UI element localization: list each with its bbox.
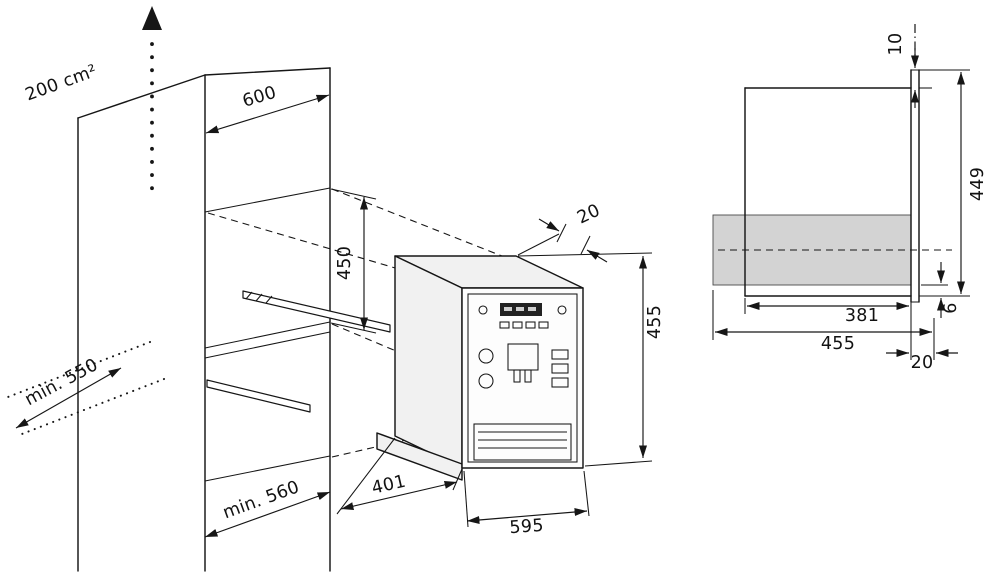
machine-drip-tray (473, 423, 572, 461)
dim-381-label: 381 (845, 306, 879, 326)
dim-600-label: 600 (240, 83, 279, 112)
dim-20-panel-label: 20 (911, 353, 934, 373)
vent-indicator (142, 6, 162, 192)
machine-spout-housing (507, 343, 539, 371)
machine-side-face (394, 255, 463, 469)
dim-449-label: 449 (968, 167, 988, 201)
dim-401 (336, 437, 463, 515)
dim-595 (463, 470, 590, 528)
dim-450 (330, 188, 377, 334)
dim-595-label: 595 (509, 516, 545, 538)
machine-plinth (376, 432, 463, 481)
cabinet-outline (77, 67, 331, 572)
side-view: 10 449 381 6 455 20 (712, 24, 988, 373)
dim-455-height (517, 252, 653, 467)
dim-min-560 (204, 491, 331, 538)
dim-455-depth-label: 455 (821, 334, 855, 354)
dim-600 (205, 94, 330, 134)
dim-20-trim (517, 218, 608, 263)
machine-knob (478, 348, 494, 364)
dim-10 (911, 48, 932, 108)
dim-450-label: 450 (335, 246, 355, 280)
appliance-rails (206, 290, 391, 413)
dim-455-height-label: 455 (645, 305, 665, 339)
dim-6 (921, 262, 948, 318)
machine-button (557, 305, 567, 315)
vent-area-label: 200 cm² (23, 61, 100, 105)
dim-20-trim-label: 20 (574, 201, 603, 229)
dim-10-label: 10 (886, 33, 906, 56)
dim-455-depth (712, 290, 935, 360)
dim-449 (919, 69, 970, 297)
dim-6-label: 6 (941, 302, 961, 313)
dim-min-550 (7, 341, 165, 435)
coffee-machine (376, 255, 584, 481)
machine-button (478, 305, 488, 315)
machine-knob (478, 373, 494, 389)
